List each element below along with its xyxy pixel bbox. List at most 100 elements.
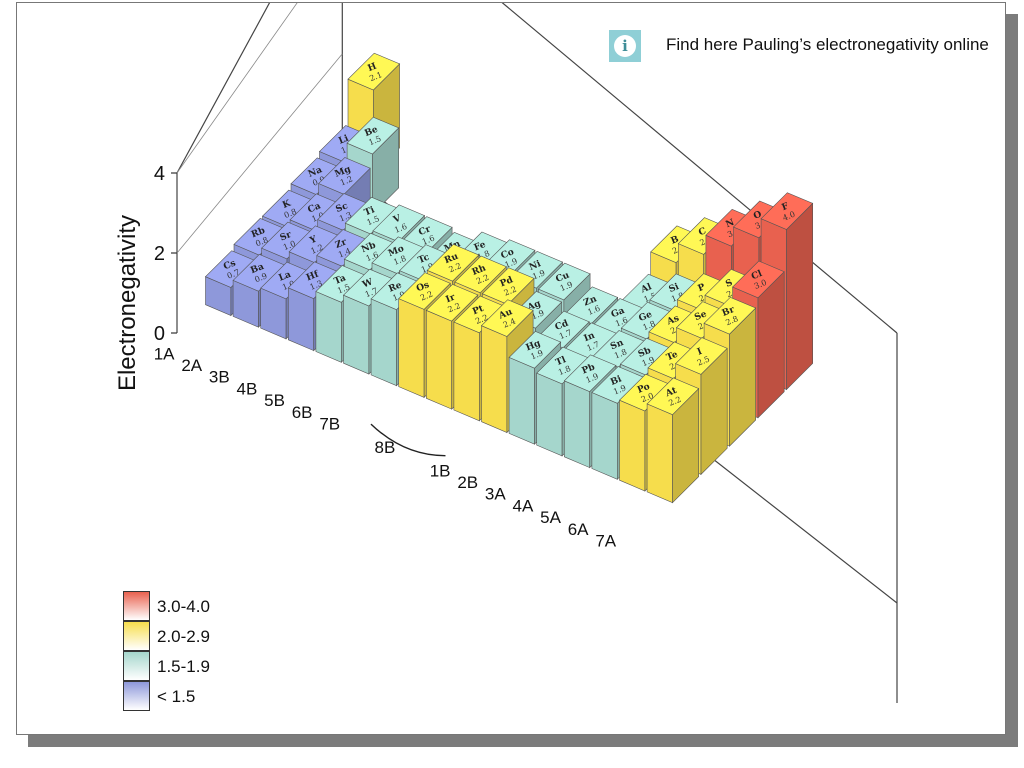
electronegativity-chart: 024 Electronegativity H2.1Li1.0Be1.5B2.0… bbox=[114, 3, 898, 703]
bar-symbol-label: Cs bbox=[222, 258, 237, 272]
bar-top-face bbox=[760, 192, 814, 230]
legend-item: 1.5-1.9 bbox=[117, 651, 257, 681]
bar-symbol-label: Sn bbox=[609, 338, 625, 352]
bar-value-label: 1.9 bbox=[530, 308, 545, 321]
bar-symbol-label: Ba bbox=[249, 262, 265, 276]
bar-value-label: 1.5 bbox=[367, 134, 382, 147]
bar-symbol-label: N bbox=[725, 218, 736, 230]
bar-symbol-label: Zr bbox=[334, 237, 348, 251]
legend-swatch bbox=[123, 591, 150, 621]
bar-value-label: 2.2 bbox=[447, 301, 462, 314]
info-link-text[interactable]: Find here Pauling’s electronegativity on… bbox=[666, 35, 989, 54]
bar-symbol-label: Ca bbox=[306, 201, 322, 215]
bar-symbol-label: P bbox=[697, 282, 707, 294]
legend-item: 3.0-4.0 bbox=[117, 591, 257, 621]
y-tick-label: 2 bbox=[154, 243, 165, 265]
bar-symbol-label: Pb bbox=[581, 362, 597, 376]
bar-symbol-label: W bbox=[360, 277, 375, 291]
bar-value-label: 1.5 bbox=[366, 214, 381, 227]
grid-line bbox=[176, 3, 298, 174]
bar-top-face bbox=[563, 354, 617, 392]
bar-top-face bbox=[347, 52, 401, 91]
bar-symbol-label: O bbox=[752, 209, 763, 221]
bar-front-face bbox=[619, 399, 646, 492]
group-label: 3B bbox=[209, 368, 230, 387]
bar-top-face bbox=[454, 255, 507, 294]
group-label: 2A bbox=[181, 356, 202, 375]
group-label: 4A bbox=[513, 496, 534, 515]
legend-label: < 1.5 bbox=[157, 687, 196, 706]
bar-value-label: 2.2 bbox=[447, 261, 462, 274]
group-label: 3A bbox=[485, 485, 506, 504]
bar-value-label: 2.2 bbox=[475, 273, 490, 286]
bar-symbol-label: Zn bbox=[582, 294, 598, 308]
bar-front-face bbox=[315, 291, 342, 363]
bar-symbol-label: Sr bbox=[279, 230, 293, 244]
bar-value-label: 2.8 bbox=[724, 314, 739, 327]
group-label: 4B bbox=[237, 379, 258, 398]
grid-line bbox=[176, 53, 343, 254]
group-label: 2B bbox=[457, 473, 478, 492]
bar-symbol-label: As bbox=[665, 314, 681, 328]
bar-symbol-label: Cu bbox=[555, 270, 572, 285]
group-label: 5B bbox=[264, 391, 285, 410]
bar-front-face bbox=[591, 392, 618, 480]
bar-symbol-label: Ga bbox=[610, 306, 626, 320]
bar-symbol-label: Tc bbox=[417, 252, 432, 266]
bar-value-label: 1.9 bbox=[529, 348, 544, 361]
info-box[interactable]: i Find here Pauling’s electronegativity … bbox=[609, 30, 999, 90]
bar-top-face bbox=[508, 331, 562, 369]
y-axis-ticks: 024 bbox=[154, 163, 177, 345]
bar-value-label: 0.9 bbox=[253, 271, 268, 284]
bar-front-face bbox=[481, 325, 508, 433]
bar-symbol-label: La bbox=[277, 270, 292, 284]
bar-front-face bbox=[508, 356, 535, 445]
bar-symbol-label: H bbox=[366, 61, 378, 74]
bar-value-label: 1.6 bbox=[393, 222, 408, 235]
bar-symbol-label: Co bbox=[500, 247, 516, 261]
bar-value-label: 2.1 bbox=[368, 70, 383, 83]
bar-value-label: 1.2 bbox=[339, 174, 354, 187]
bar-value-label: 1.7 bbox=[558, 328, 573, 341]
bar-value-label: 1.8 bbox=[557, 364, 572, 377]
bar-symbol-label: Fe bbox=[473, 240, 488, 254]
group-label: 8B bbox=[375, 438, 396, 457]
bar-symbol-label: Cr bbox=[417, 224, 432, 238]
bar-symbol-label: Pd bbox=[499, 275, 516, 289]
info-icon[interactable]: i bbox=[609, 30, 641, 62]
legend-swatch bbox=[123, 651, 150, 681]
bar-symbol-label: S bbox=[724, 278, 734, 290]
bar-symbol-label: Po bbox=[636, 382, 651, 396]
bar-value-label: 3.0 bbox=[753, 278, 768, 291]
bar-top-face bbox=[646, 377, 700, 416]
bar-top-face bbox=[346, 116, 400, 155]
bar-front-face bbox=[425, 309, 453, 410]
bar-symbol-label: Sb bbox=[637, 346, 653, 360]
bar-symbol-label: Be bbox=[363, 125, 379, 139]
bar-side-face bbox=[786, 202, 814, 391]
bar-value-label: 1.9 bbox=[559, 280, 574, 293]
bar-top-face bbox=[425, 283, 479, 322]
group-label: 1A bbox=[154, 344, 175, 363]
bar-symbol-label: Cl bbox=[750, 269, 764, 282]
bar-value-label: 2.4 bbox=[502, 317, 517, 330]
bar-symbol-label: Ta bbox=[333, 273, 348, 287]
legend-label: 1.5-1.9 bbox=[157, 657, 210, 676]
bar-symbol-label: Rb bbox=[250, 226, 267, 240]
bar-symbol-label: Bi bbox=[609, 374, 624, 388]
bar-symbol-label: Ge bbox=[637, 310, 653, 324]
bar-symbol-label: Re bbox=[387, 280, 403, 294]
bar-symbol-label: In bbox=[583, 331, 597, 344]
bar-value-label: 1.9 bbox=[504, 257, 519, 270]
bar-symbol-label: Se bbox=[693, 309, 708, 323]
box-edge-top-left bbox=[176, 3, 271, 174]
bar-symbol-label: Ni bbox=[528, 259, 543, 273]
bar-front-face bbox=[536, 372, 563, 457]
bar-front-face bbox=[370, 298, 397, 387]
bar-front-face bbox=[343, 294, 370, 375]
bar-top-face bbox=[732, 260, 785, 299]
legend-swatch bbox=[123, 621, 150, 651]
bar-symbol-label: At bbox=[664, 386, 680, 400]
